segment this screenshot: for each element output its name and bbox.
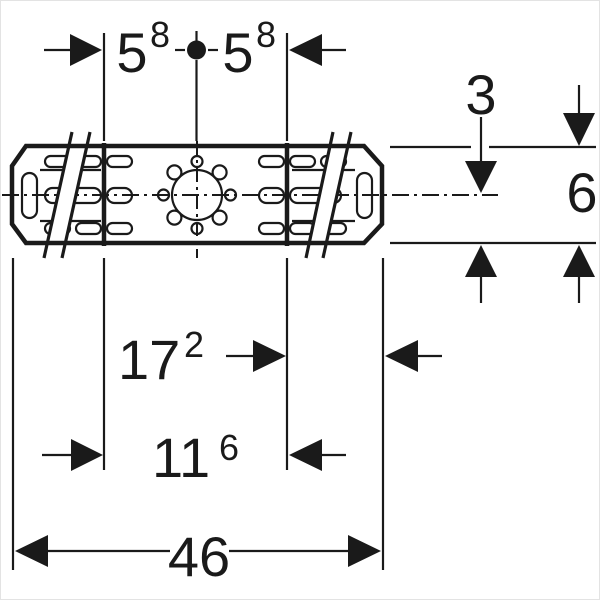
bolt-hole [211,209,228,226]
break-mask-left [44,132,90,258]
break-line [60,131,92,259]
break-line [321,131,353,259]
arrow-right [71,439,103,471]
arrow-down [563,113,595,146]
arrow-right [70,34,102,66]
arrow-right [253,340,286,372]
center-hole-group [156,154,238,236]
break-lines [42,131,353,259]
break-line [304,131,335,259]
break-line [42,131,74,259]
fixing-slot-left [20,171,39,220]
center-marker-dot [187,40,206,60]
dim-line-spacing-superscript: 6 [219,427,239,468]
arrow-left [289,34,322,66]
dim-line-to-edge-superscript: 2 [184,324,204,365]
bolt-hole [211,164,228,181]
arrow-right [348,535,381,567]
pilot-hole-right [223,188,238,202]
dim-pitch-right-label: 5 [222,21,253,84]
dim-pitch-left-superscript: 8 [150,14,170,55]
dim-line-to-edge-label: 17 [118,328,180,391]
arrow-left [385,340,418,372]
arrow-down [465,161,497,193]
dim-pitch-left-label: 5 [116,21,147,84]
break-masks [44,132,351,258]
bolt-hole [166,164,183,181]
arrow-up [563,245,595,277]
bracket-body [9,143,385,246]
dim-pitch-right-superscript: 8 [256,14,276,55]
arrow-left [15,535,48,567]
dimension-labels: 5 8 5 8 3 6 17 2 11 6 46 [116,14,597,588]
arrow-up [465,245,497,277]
center-hole [170,168,224,222]
break-mask-right [306,132,351,258]
dimension-lines [11,31,596,570]
pilot-hole-left [156,188,171,202]
pilot-hole-top [190,154,204,169]
bracket-outline [9,143,385,246]
fixing-slot-right [355,171,374,220]
pilot-hole-bottom [190,221,204,236]
dim-total-length-label: 46 [168,525,230,588]
dim-height-label: 6 [566,161,597,224]
bolt-hole [166,209,183,226]
arrow-left [289,439,322,471]
dim-line-spacing-label: 11 [152,426,210,489]
dim-axis-to-top-label: 3 [465,63,496,126]
dimension-arrows [15,34,595,567]
